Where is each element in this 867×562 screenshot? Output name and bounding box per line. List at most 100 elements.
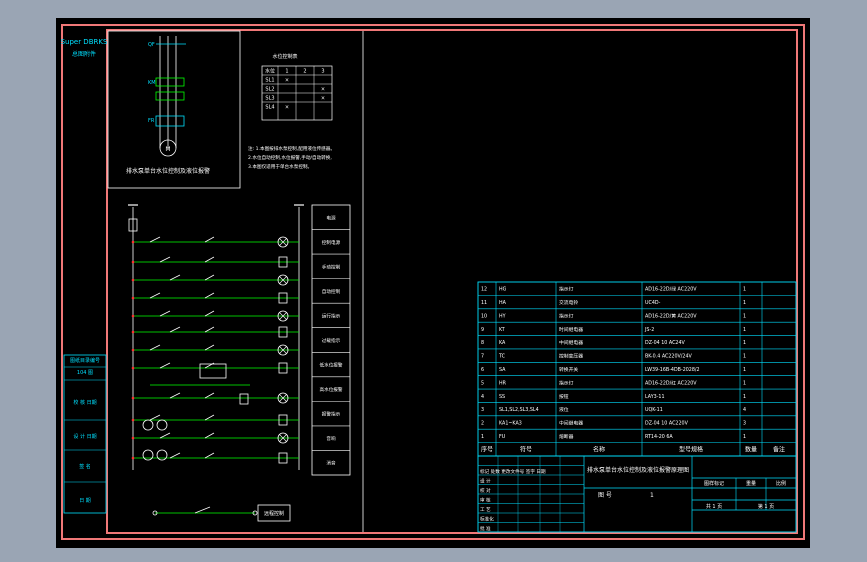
parts-table-header: 符号 — [520, 445, 532, 453]
contact-symbol — [204, 452, 215, 459]
junction-dot — [131, 396, 135, 400]
parts-table-cell: 1 — [481, 434, 484, 440]
parts-table-cell: 3 — [481, 407, 484, 413]
parts-table-cell: AD16-22D/红 AC220V — [645, 379, 697, 386]
contact-symbol — [204, 344, 215, 351]
function-label: 电源 — [326, 214, 336, 221]
parts-table-cell: HG — [499, 287, 507, 293]
parts-table-header: 序号 — [481, 445, 493, 453]
contact-symbol — [204, 274, 215, 281]
parts-table-cell: 4 — [743, 407, 746, 413]
fuse-symbol — [128, 218, 138, 232]
contact-symbol — [169, 452, 181, 459]
parts-table-cell: 1 — [743, 367, 746, 373]
left-strip-label: 设 计 日期 — [73, 433, 96, 440]
function-label: 过载指示 — [322, 337, 341, 344]
drawing-title: 排水泵单台水位控制及液位报警原理图 — [587, 466, 689, 474]
parts-table-cell: 2 — [481, 421, 484, 427]
parts-table-cell: 中间继电器 — [559, 420, 583, 427]
left-strip-label: 签 名 — [79, 463, 91, 470]
truth-table-cell: 1 — [285, 69, 288, 75]
truth-table-note: 3.本图仅适用于单台水泵控制。 — [248, 163, 312, 170]
truth-table-cell: × — [321, 87, 325, 93]
motor-symbol — [159, 139, 177, 157]
contact-symbol — [159, 310, 171, 317]
power-diagram-frame — [107, 30, 241, 189]
function-label: 自动控制 — [322, 288, 341, 295]
contact-symbol — [204, 414, 215, 421]
parts-table-cell: HY — [499, 313, 506, 319]
drawing-sheet — [56, 18, 810, 548]
contact-symbol — [204, 292, 215, 299]
parts-table-cell: SL1,SL2,SL3,SL4 — [499, 407, 539, 413]
indicator-lamp-symbol — [277, 236, 289, 248]
stage-label: 图 号 — [598, 492, 612, 499]
parts-table-cell: 转换开关 — [559, 366, 578, 373]
parts-table-cell: 6 — [481, 367, 484, 373]
title-block: 排水泵单台水位控制及液位报警原理图 图 号 1 标记 处数 更改文件号 签字 日… — [477, 455, 797, 533]
junction-dot — [131, 278, 135, 282]
transformer-symbol — [199, 363, 227, 379]
parts-table-cell: LAY3-11 — [645, 394, 665, 400]
function-label: 手动控制 — [322, 263, 341, 270]
parts-table-cell: UC4D- — [645, 300, 661, 306]
sheet-frame-inner — [106, 29, 798, 534]
parts-table-cell: 熔断器 — [559, 433, 574, 440]
parts-table-cell: 指示灯 — [559, 312, 574, 319]
junction-dot — [131, 456, 135, 460]
fr-label: FR — [148, 118, 155, 124]
parts-table-cell: 控制变压器 — [559, 353, 583, 360]
parts-table-cell: 10 — [481, 313, 487, 319]
alarm-lamp-symbol — [156, 419, 168, 431]
junction-dot — [131, 348, 135, 352]
parts-table-cell: UQK-11 — [645, 407, 663, 413]
parts-table-cell: 3 — [743, 421, 746, 427]
parts-table-cell: 指示灯 — [559, 286, 574, 293]
stage-value: 1 — [650, 492, 654, 499]
relay-coil-symbol — [278, 292, 288, 304]
indicator-lamp-symbol — [277, 274, 289, 286]
left-strip-label: 日 期 — [79, 498, 91, 504]
relay-coil-symbol — [278, 256, 288, 268]
parts-table-cell: 液位 — [559, 406, 569, 413]
parts-table-cell: 中间继电器 — [559, 339, 583, 346]
truth-table-cell: SL4 — [265, 105, 274, 111]
relay-coil-symbol — [278, 326, 288, 338]
km-label: KM — [148, 80, 156, 86]
parts-table-cell: HR — [499, 380, 507, 386]
title-block-row-label: 校 对 — [480, 487, 491, 494]
contact-symbol — [204, 236, 215, 243]
parts-table-cell: TC — [498, 354, 506, 360]
parts-table-cell: 8 — [481, 340, 484, 346]
parts-table-cell: DZ-04 10 AC24V — [645, 340, 686, 346]
relay-coil-symbol — [278, 362, 288, 374]
sheet-frame-outer — [61, 24, 805, 540]
parts-table-cell: 按钮 — [559, 393, 569, 400]
sheet-count-label: 共 1 页 — [706, 503, 722, 510]
truth-table-cell: × — [321, 96, 325, 102]
junction-dot — [131, 260, 135, 264]
remote-control-label: 远程控制 — [264, 510, 284, 517]
title-block-row-label: 批 准 — [480, 525, 491, 532]
contact-symbol — [204, 392, 215, 399]
junction-dot — [131, 296, 135, 300]
contact-symbol — [204, 310, 215, 317]
parts-table-cell: 11 — [481, 300, 487, 306]
contact-symbol — [149, 292, 161, 299]
parts-table-cell: SA — [499, 367, 506, 373]
contact-symbol — [149, 414, 161, 421]
junction-dot — [131, 366, 135, 370]
left-strip-label: 104 图 — [77, 370, 93, 376]
contact-symbol — [169, 392, 181, 399]
function-label: 消音 — [326, 460, 336, 467]
parts-table-cell: 1 — [743, 380, 746, 386]
contact-symbol — [159, 256, 171, 263]
parts-table-cell: 4 — [481, 394, 484, 400]
parts-table-cell: LW39-16B-4DB-2028/2 — [645, 367, 700, 373]
truth-table-cell: × — [285, 78, 289, 84]
title-block-row-label: 工 艺 — [480, 507, 491, 513]
control-circuit: 电源控制电源手动控制自动控制运行指示过载指示低水位报警高水位报警报警指示音响消音… — [128, 204, 351, 522]
parts-table-header: 型号规格 — [679, 445, 703, 453]
function-label: 音响 — [326, 435, 336, 442]
